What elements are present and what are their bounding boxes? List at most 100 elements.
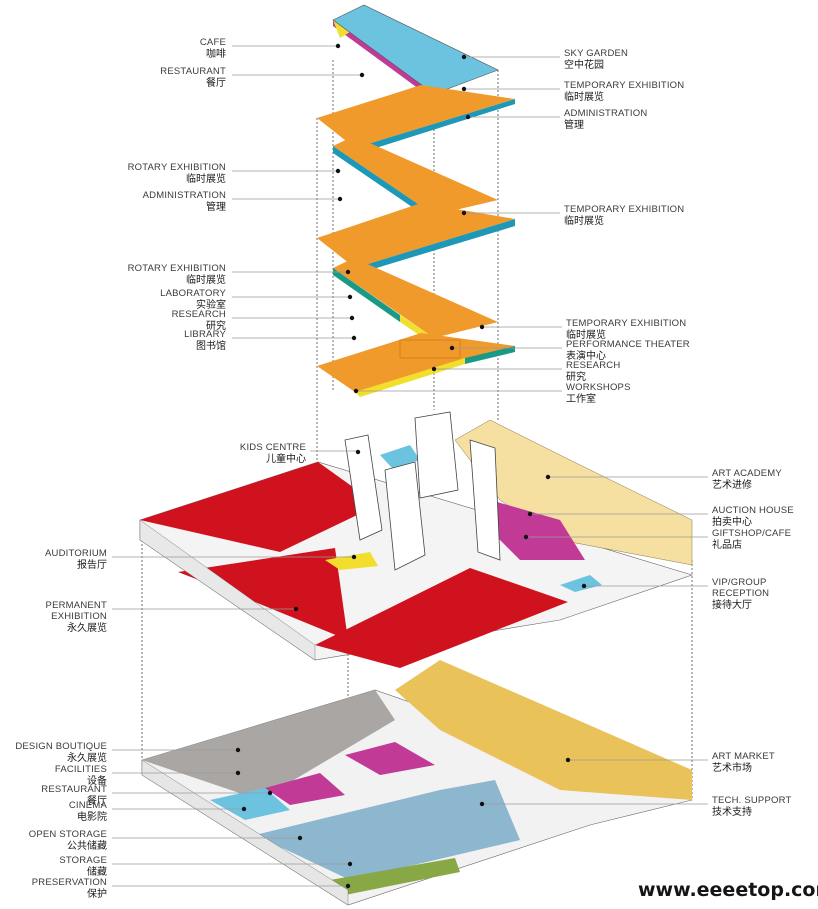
callout-cn: 餐厅 — [206, 76, 226, 89]
cinema-blue — [210, 788, 290, 820]
callout-en: WORKSHOPS — [566, 382, 631, 393]
callout-cn: 艺术市场 — [712, 761, 752, 774]
callout-cn: 拍卖中心 — [712, 515, 752, 528]
callout-cn: 技术支持 — [712, 805, 752, 818]
callout-cn: 研究 — [566, 370, 586, 383]
callout-cn: 餐厅 — [87, 794, 107, 807]
slab-rotary-exhibition-2 — [333, 258, 498, 345]
callout-en: KIDS CENTRE — [240, 442, 306, 453]
callout-dot — [349, 315, 355, 321]
design-boutique-grey — [142, 690, 395, 800]
callout-en: DESIGN BOUTIQUE — [15, 741, 107, 752]
preservation-green — [330, 858, 460, 895]
callout-en: AUCTION HOUSE — [712, 505, 794, 516]
middle-level — [139, 411, 693, 668]
callout-en: LIBRARY — [184, 329, 226, 340]
callout-dot — [461, 54, 467, 60]
permanent-exhibition-south-wing — [178, 548, 348, 640]
callout-dot — [523, 534, 529, 540]
callout-cn: 设备 — [87, 774, 107, 787]
callout-dot — [335, 168, 341, 174]
callout-dot — [297, 835, 303, 841]
callout-en: VIP/GROUP — [712, 577, 767, 588]
callout-en: TEMPORARY EXHIBITION — [564, 80, 684, 91]
callout-cn: 临时展览 — [186, 172, 226, 185]
callout-en: RESEARCH — [566, 360, 620, 371]
callout-cn: 管理 — [564, 118, 584, 131]
callout-cn: 图书馆 — [196, 339, 226, 352]
callout-en: ART ACADEMY — [712, 468, 782, 479]
callout-cn: 临时展览 — [186, 273, 226, 286]
callout-dot — [431, 366, 437, 372]
callout-cn: 报告厅 — [77, 558, 107, 571]
callout-cn: 保护 — [87, 887, 107, 900]
callout-cn: 临时展览 — [564, 214, 604, 227]
callout-dot — [235, 770, 241, 776]
callout-en: ADMINISTRATION — [564, 108, 647, 119]
facilities-magenta — [265, 773, 345, 805]
watermark-text: www.eeeetop.com — [638, 879, 818, 901]
callout-cn: 临时展览 — [566, 328, 606, 341]
callout-cn: 咖啡 — [206, 48, 226, 60]
lower-level — [141, 660, 694, 906]
callout-en: PERFORMANCE THEATER — [566, 339, 690, 350]
callout-en: TEMPORARY EXHIBITION — [566, 318, 686, 329]
callout-cn: 艺术进修 — [712, 478, 752, 491]
callout-cn: 临时展览 — [564, 90, 604, 103]
callout-dot — [479, 801, 485, 807]
callout-cn: 永久展览 — [67, 751, 107, 764]
callout-en: STORAGE — [59, 855, 107, 866]
slab-temporary-exhibition-3 — [317, 333, 515, 397]
art-market-mustard — [395, 660, 692, 800]
callout-en: TEMPORARY EXHIBITION — [564, 204, 684, 215]
callout-dot — [581, 583, 587, 589]
callout-cn: 儿童中心 — [266, 452, 306, 465]
callout-en: RESTAURANT — [41, 784, 107, 795]
callout-cn: 表演中心 — [566, 349, 606, 362]
callout-cn: 工作室 — [566, 392, 596, 405]
callout-en: LABORATORY — [160, 288, 226, 299]
callout-en: PRESERVATION — [32, 877, 107, 888]
callout-en: FACILITIES — [55, 764, 107, 775]
callout-en: CINEMA — [69, 800, 108, 811]
callout-dot — [527, 511, 533, 517]
callout-cn: 实验室 — [196, 298, 226, 311]
callout-en-2: EXHIBITION — [51, 611, 107, 622]
callout-en: AUDITORIUM — [45, 548, 107, 559]
slab-temporary-exhibition-1 — [317, 85, 515, 153]
callout-dot — [545, 474, 551, 480]
callout-en: RESEARCH — [172, 309, 226, 320]
callout-dot — [293, 606, 299, 612]
callout-dot — [335, 43, 341, 49]
callout-en: ADMINISTRATION — [143, 190, 226, 201]
callout-en: ROTARY EXHIBITION — [128, 162, 226, 173]
slab-rotary-exhibition-1 — [333, 136, 498, 222]
permanent-exhibition-southeast-wing — [315, 568, 568, 668]
callout-dot — [355, 449, 361, 455]
slab-temporary-exhibition-2 — [317, 203, 515, 273]
callout-cn: 储藏 — [87, 865, 107, 878]
